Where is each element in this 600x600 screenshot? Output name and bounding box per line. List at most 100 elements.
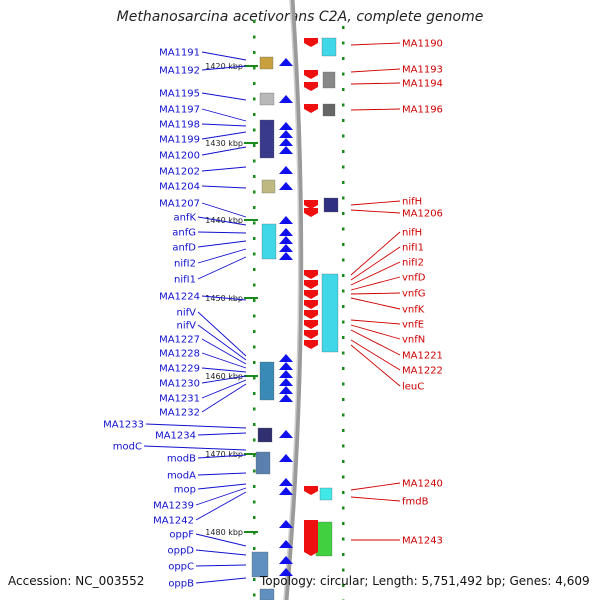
right-strand-arrow: [304, 320, 318, 329]
right-gene-label[interactable]: nifH: [402, 228, 422, 239]
left-gene-label[interactable]: modB: [167, 454, 196, 465]
right-feature-block: [315, 521, 333, 557]
right-gene-label[interactable]: nifH: [402, 197, 422, 208]
left-gene-label[interactable]: MA1230: [159, 379, 200, 390]
tick-mark: [253, 82, 256, 85]
tick-mark: [253, 500, 256, 504]
left-gene-label[interactable]: MA1204: [159, 182, 200, 193]
left-gene-label[interactable]: MA1229: [159, 364, 200, 375]
left-strand-arrow: [279, 236, 293, 244]
left-gene-label[interactable]: modA: [167, 471, 196, 482]
left-gene-label[interactable]: MA1192: [159, 66, 200, 77]
left-connector-line: [145, 423, 247, 429]
left-connector-line: [201, 185, 247, 189]
left-gene-label[interactable]: anfK: [173, 213, 196, 224]
tick-mark: [342, 103, 345, 107]
left-connector-line: [197, 240, 247, 248]
right-gene-label[interactable]: MA1243: [402, 536, 443, 547]
tick-mark: [253, 516, 256, 519]
left-gene-label[interactable]: MA1195: [159, 89, 200, 100]
left-connector-line: [197, 256, 247, 280]
left-gene-label[interactable]: MA1228: [159, 349, 200, 360]
right-strand-arrow: [304, 208, 318, 217]
left-strand-arrow: [279, 228, 293, 236]
right-feature-block: [321, 37, 337, 57]
left-connector-line: [201, 166, 247, 172]
left-gene-label[interactable]: nifV: [177, 321, 197, 332]
tick-mark: [253, 593, 256, 597]
left-gene-label[interactable]: anfG: [172, 228, 196, 239]
tick-mark: [253, 423, 256, 426]
left-gene-label[interactable]: oppD: [167, 546, 194, 557]
left-gene-label[interactable]: oppC: [168, 562, 194, 573]
left-gene-label[interactable]: MA1231: [159, 394, 200, 405]
left-gene-label[interactable]: MA1234: [155, 431, 196, 442]
right-gene-label[interactable]: nifI1: [402, 243, 424, 254]
left-connector-line: [201, 295, 247, 301]
tick-mark: [253, 113, 256, 116]
tick-mark: [342, 553, 345, 556]
left-gene-label[interactable]: nifV: [177, 308, 197, 319]
right-gene-label[interactable]: MA1222: [402, 366, 443, 377]
right-gene-label[interactable]: MA1221: [402, 351, 443, 362]
left-gene-label[interactable]: MA1198: [159, 120, 200, 131]
right-gene-label[interactable]: vnfK: [402, 305, 425, 316]
left-strand-arrow: [279, 122, 293, 130]
left-gene-label[interactable]: oppF: [169, 530, 194, 541]
left-connector-line: [201, 202, 247, 218]
right-gene-label[interactable]: MA1206: [402, 209, 443, 220]
right-gene-label[interactable]: leuC: [402, 382, 424, 393]
tick-mark: [342, 491, 345, 494]
tick-mark: [342, 212, 345, 215]
left-feature-block: [259, 56, 274, 70]
tick-mark: [342, 119, 345, 122]
left-gene-label[interactable]: MA1197: [159, 105, 200, 116]
right-gene-label[interactable]: fmdB: [402, 497, 429, 508]
right-strand-arrow: [304, 280, 318, 289]
tick-mark: [253, 376, 256, 380]
left-connector-line: [197, 231, 247, 234]
tick-mark: [342, 475, 345, 479]
left-connector-line: [197, 216, 247, 226]
left-gene-label[interactable]: MA1224: [159, 292, 200, 303]
left-gene-label[interactable]: MA1227: [159, 335, 200, 346]
left-gene-label[interactable]: anfD: [172, 243, 196, 254]
right-gene-label[interactable]: nifI2: [402, 258, 424, 269]
right-gene-label[interactable]: MA1194: [402, 79, 443, 90]
left-gene-label[interactable]: MA1200: [159, 151, 200, 162]
left-strand-arrow: [279, 370, 293, 378]
left-gene-label[interactable]: MA1199: [159, 135, 200, 146]
left-gene-label[interactable]: nifI2: [174, 259, 196, 270]
right-connector-line: [350, 42, 401, 46]
right-gene-label[interactable]: vnfD: [402, 273, 426, 284]
tick-mark: [253, 35, 256, 39]
left-gene-label[interactable]: MA1232: [159, 408, 200, 419]
right-gene-label[interactable]: MA1190: [402, 39, 443, 50]
right-connector-line: [350, 246, 401, 281]
left-gene-label[interactable]: nifI1: [174, 275, 196, 286]
right-feature-block: [322, 103, 336, 117]
left-connector-line: [201, 123, 247, 127]
left-gene-label[interactable]: MA1191: [159, 48, 200, 59]
right-gene-label[interactable]: MA1240: [402, 479, 443, 490]
right-gene-label[interactable]: MA1193: [402, 65, 443, 76]
right-connector-line: [350, 209, 401, 214]
left-gene-label[interactable]: mop: [174, 485, 196, 496]
left-gene-label[interactable]: modC: [113, 442, 142, 453]
left-gene-label[interactable]: MA1202: [159, 167, 200, 178]
tick-mark: [253, 268, 256, 271]
tick-mark: [342, 26, 345, 29]
left-strand-arrow: [279, 146, 293, 154]
left-gene-label[interactable]: MA1242: [153, 516, 194, 527]
right-gene-label[interactable]: vnfN: [402, 335, 425, 346]
right-gene-label[interactable]: vnfG: [402, 289, 426, 300]
left-gene-label[interactable]: MA1207: [159, 199, 200, 210]
right-connector-line: [350, 200, 401, 206]
left-gene-label[interactable]: oppB: [168, 579, 194, 590]
tick-mark: [342, 165, 345, 169]
left-gene-label[interactable]: MA1233: [103, 420, 144, 431]
right-gene-label[interactable]: MA1196: [402, 105, 443, 116]
right-gene-label[interactable]: vnfE: [402, 320, 424, 331]
tick-mark: [342, 227, 345, 231]
left-gene-label[interactable]: MA1239: [153, 501, 194, 512]
